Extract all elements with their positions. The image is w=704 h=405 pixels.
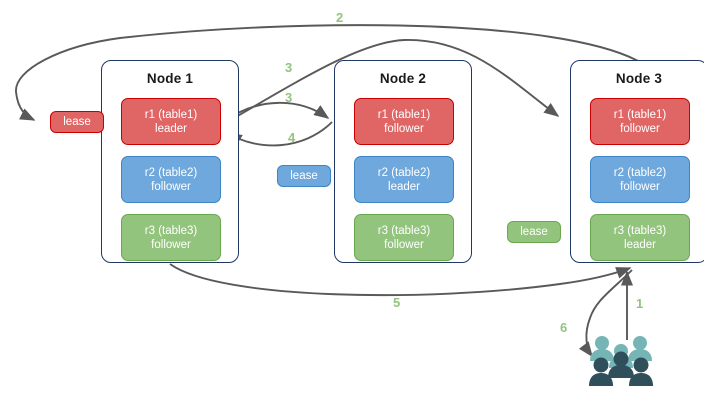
replica-label-line2: leader: [155, 122, 187, 135]
node-title-3: Node 3: [615, 71, 663, 86]
replica-node3-r1[interactable]: r1 (table1) follower: [590, 98, 690, 145]
replica-label-line1: r1 (table1): [613, 108, 667, 121]
node-title-1: Node 1: [146, 71, 194, 86]
users-group-icon: [589, 336, 653, 386]
replica-node3-r2[interactable]: r2 (table2) follower: [590, 156, 690, 203]
node-container-1[interactable]: Node 1 r1 (table1) leader r2 (table2) fo…: [101, 60, 239, 263]
replica-label-line1: r2 (table2): [144, 166, 198, 179]
replica-label-line2: follower: [384, 122, 424, 135]
replica-label-line2: follower: [151, 238, 191, 251]
node-title-2: Node 2: [379, 71, 427, 86]
replica-label-line1: r2 (table2): [613, 166, 667, 179]
arrow-4-node2-to-node1-path: [226, 121, 333, 147]
replica-label-line2: leader: [388, 180, 420, 193]
replica-label-line2: leader: [624, 238, 656, 251]
replica-node1-r1[interactable]: r1 (table1) leader: [121, 98, 221, 145]
replica-node1-r3[interactable]: r3 (table3) follower: [121, 214, 221, 261]
step-label-1: 1: [636, 296, 644, 311]
step-label-5: 5: [393, 295, 401, 310]
replica-node3-r3[interactable]: r3 (table3) leader: [590, 214, 690, 261]
replica-label-line1: r3 (table3): [144, 224, 198, 237]
replica-label-line2: follower: [151, 180, 191, 193]
step-label-3b: 3: [285, 90, 293, 105]
replica-label-line1: r3 (table3): [377, 224, 431, 237]
replica-node1-r2[interactable]: r2 (table2) follower: [121, 156, 221, 203]
node-container-2[interactable]: Node 2 r1 (table1) follower r2 (table2) …: [334, 60, 472, 263]
node-container-3[interactable]: Node 3 r1 (table1) follower r2 (table2) …: [570, 60, 704, 263]
lease-box-table2[interactable]: lease: [277, 165, 331, 187]
step-label-4: 4: [288, 130, 296, 145]
replica-node2-r1[interactable]: r1 (table1) follower: [354, 98, 454, 145]
lease-box-table1[interactable]: lease: [50, 111, 104, 133]
replica-label-line2: follower: [620, 122, 660, 135]
replica-label-line1: r3 (table3): [613, 224, 667, 237]
step-label-2: 2: [336, 10, 344, 25]
replica-label-line1: r1 (table1): [144, 108, 198, 121]
lease-box-table3[interactable]: lease: [507, 221, 561, 243]
replica-node2-r3[interactable]: r3 (table3) follower: [354, 214, 454, 261]
replica-label-line2: follower: [384, 238, 424, 251]
arrow-5-path: [169, 263, 632, 297]
replica-label-line1: r1 (table1): [377, 108, 431, 121]
step-label-6: 6: [560, 320, 568, 335]
replica-label-line1: r2 (table2): [377, 166, 431, 179]
replica-label-line2: follower: [620, 180, 660, 193]
step-label-3a: 3: [285, 60, 293, 75]
replica-node2-r2[interactable]: r2 (table2) leader: [354, 156, 454, 203]
